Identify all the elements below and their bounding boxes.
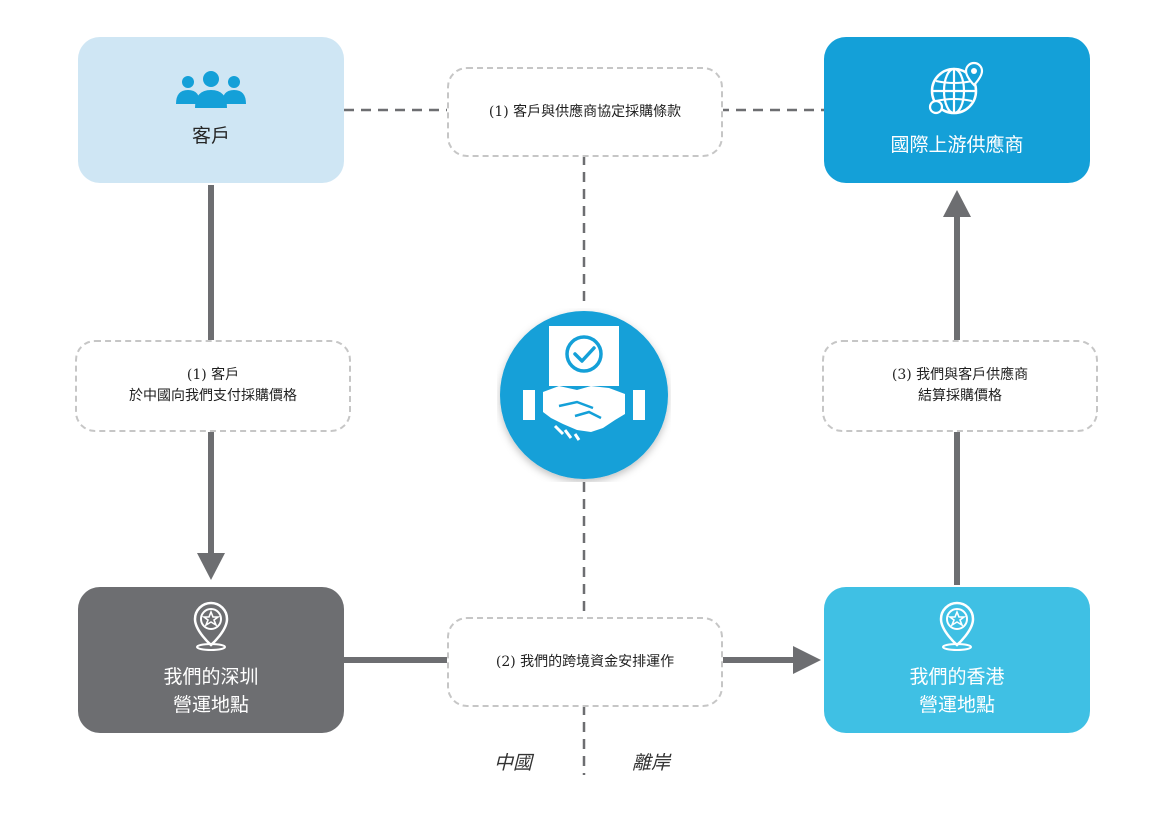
shenzhen-label-line1: 我們的深圳 xyxy=(163,666,259,688)
hongkong-label-line1: 我們的香港 xyxy=(909,666,1005,688)
note-step2-crossborder: (2) 我們的跨境資金安排運作 xyxy=(447,617,723,707)
note-left-line2: 於中國向我們支付採購價格 xyxy=(129,388,297,404)
globe-location-icon xyxy=(926,61,988,123)
right-arrow-head xyxy=(943,190,971,217)
note-left-line1: (1) 客戶 xyxy=(186,367,240,383)
note-step3-settlement: (3) 我們與客戶供應商 結算採購價格 xyxy=(822,340,1098,432)
location-pin-star-icon xyxy=(189,601,233,655)
supplier-node: 國際上游供應商 xyxy=(824,37,1090,183)
note-bottom-text: (2) 我們的跨境資金安排運作 xyxy=(495,653,675,670)
handshake-agreement-icon xyxy=(497,308,671,482)
note-right-line2: 結算採購價格 xyxy=(918,388,1002,404)
bottom-arrow-head xyxy=(793,646,821,674)
note-step1-terms: (1) 客戶與供應商協定採購條款 xyxy=(447,67,723,157)
customer-label: 客戶 xyxy=(191,125,230,147)
hongkong-node: 我們的香港 營運地點 xyxy=(824,587,1090,733)
note-right-line1: (3) 我們與客戶供應商 xyxy=(891,367,1029,383)
shenzhen-label: 我們的深圳 營運地點 xyxy=(163,663,258,719)
supplier-label: 國際上游供應商 xyxy=(890,134,1024,156)
shenzhen-node: 我們的深圳 營運地點 xyxy=(78,587,344,733)
left-arrow-head xyxy=(197,553,225,580)
customer-node: 客戶 xyxy=(78,37,344,183)
region-label-offshore: 離岸 xyxy=(632,752,671,774)
note-top-text: (1) 客戶與供應商協定採購條款 xyxy=(488,103,682,120)
location-pin-star-icon xyxy=(935,601,979,655)
hongkong-label-line2: 營運地點 xyxy=(918,694,995,716)
people-group-icon xyxy=(172,70,250,114)
hongkong-label: 我們的香港 營運地點 xyxy=(909,663,1004,719)
shenzhen-label-line2: 營運地點 xyxy=(172,694,249,716)
note-step1-payment: (1) 客戶 於中國向我們支付採購價格 xyxy=(75,340,351,432)
region-label-china: 中國 xyxy=(494,752,533,774)
